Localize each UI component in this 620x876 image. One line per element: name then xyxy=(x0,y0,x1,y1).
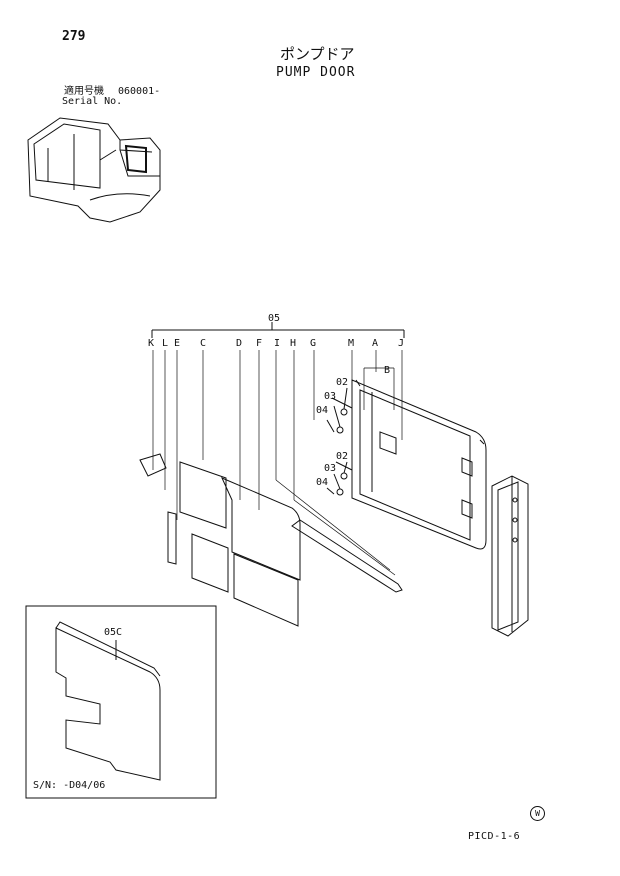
callout-letter: H xyxy=(290,338,297,349)
rod xyxy=(291,519,403,593)
inset-box xyxy=(25,605,217,799)
callout-letter: G xyxy=(310,338,317,349)
page-number: 279 xyxy=(62,29,86,44)
side-panel xyxy=(491,475,529,637)
title-english: PUMP DOOR xyxy=(276,65,356,80)
callout-part: 02 xyxy=(336,377,349,388)
callout-letter: M xyxy=(348,338,355,349)
callout-part: 03 xyxy=(324,463,337,474)
callout-letter: I xyxy=(274,338,281,349)
door-frame xyxy=(331,379,487,550)
leader-lines xyxy=(152,350,403,576)
excavator-thumbnail xyxy=(27,117,161,223)
callout-inset: 05C xyxy=(104,627,123,638)
callout-letter: F xyxy=(256,338,263,349)
insulation-pads xyxy=(139,453,301,627)
callout-part: 04 xyxy=(316,405,329,416)
serial-value: 060001- xyxy=(118,86,161,97)
callout-part: 03 xyxy=(324,391,337,402)
serial-note: S/N: -D04/06 xyxy=(33,780,106,791)
inset-pad xyxy=(55,621,161,781)
callout-group: 05 xyxy=(268,313,281,324)
serial-label-english: Serial No. xyxy=(62,96,123,107)
callout-letter: B xyxy=(384,365,391,376)
callout-letter: C xyxy=(200,338,207,349)
callout-letter: J xyxy=(398,338,405,349)
callout-letter: K xyxy=(148,338,155,349)
document-code: PICD-1-6 xyxy=(468,831,521,842)
fasteners xyxy=(326,387,348,496)
callout-letter: E xyxy=(174,338,181,349)
callout-letter: D xyxy=(236,338,243,349)
callout-part: 02 xyxy=(336,451,349,462)
title-japanese: ポンプドア xyxy=(280,45,355,63)
callout-letter: A xyxy=(372,338,379,349)
callout-bracket xyxy=(151,322,405,338)
corner-mark-icon: W xyxy=(530,806,545,821)
callout-part: 04 xyxy=(316,477,329,488)
serial-label-japanese: 適用号機 xyxy=(64,86,104,97)
callout-letter: L xyxy=(162,338,169,349)
